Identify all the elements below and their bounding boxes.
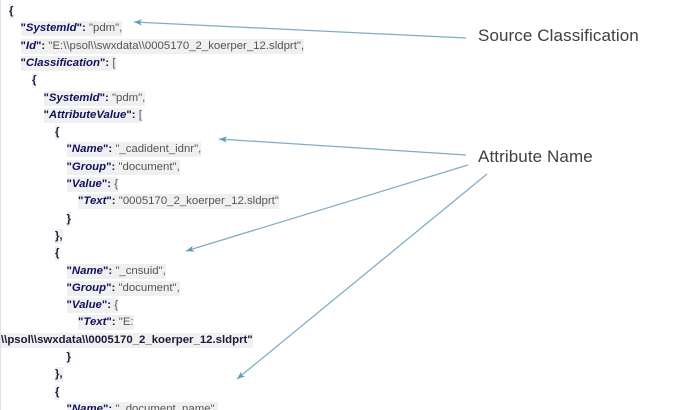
code-line: {: [55, 246, 60, 262]
code-line: {: [32, 73, 37, 89]
code-line: }: [66, 350, 71, 365]
code-line: {: [9, 4, 14, 19]
json-code-block: {"SystemId": "pdm","Id": "E:\\psol\\swxd…: [0, 0, 305, 410]
code-line: "SystemId": "pdm",: [43, 90, 146, 106]
callout-label-attribute-name: Attribute Name: [478, 147, 593, 166]
code-line: {: [55, 125, 60, 141]
code-line: "Id": "E:\\psol\\swxdata\\0005170_2_koer…: [20, 38, 305, 54]
code-line: "Group": "document",: [66, 159, 180, 175]
code-line: },: [55, 228, 63, 244]
code-line: "Name": "_document_name",: [66, 401, 218, 410]
code-line: "Name": "_cnsuid",: [66, 263, 166, 279]
code-line: "Text": "0005170_2_koerper_12.sldprt": [78, 194, 279, 210]
code-line: "Value": {: [66, 177, 119, 192]
code-line: "Value": {: [66, 298, 119, 314]
code-line: },: [55, 367, 63, 383]
code-line: {: [55, 384, 60, 400]
code-line: "Classification": [: [20, 55, 116, 71]
code-line: \\psol\\swxdata\\0005170_2_koerper_12.sl…: [1, 332, 253, 348]
code-line: "Name": "_cadident_idnr",: [66, 142, 202, 158]
code-line: "Group": "document",: [66, 280, 180, 296]
code-line: }: [66, 211, 71, 227]
code-line: "AttributeValue": [: [43, 107, 142, 123]
code-line: "SystemId": "pdm",: [20, 21, 123, 37]
callout-label-source-classification: Source Classification: [478, 26, 639, 45]
code-line: "Text": "E:: [78, 315, 134, 331]
